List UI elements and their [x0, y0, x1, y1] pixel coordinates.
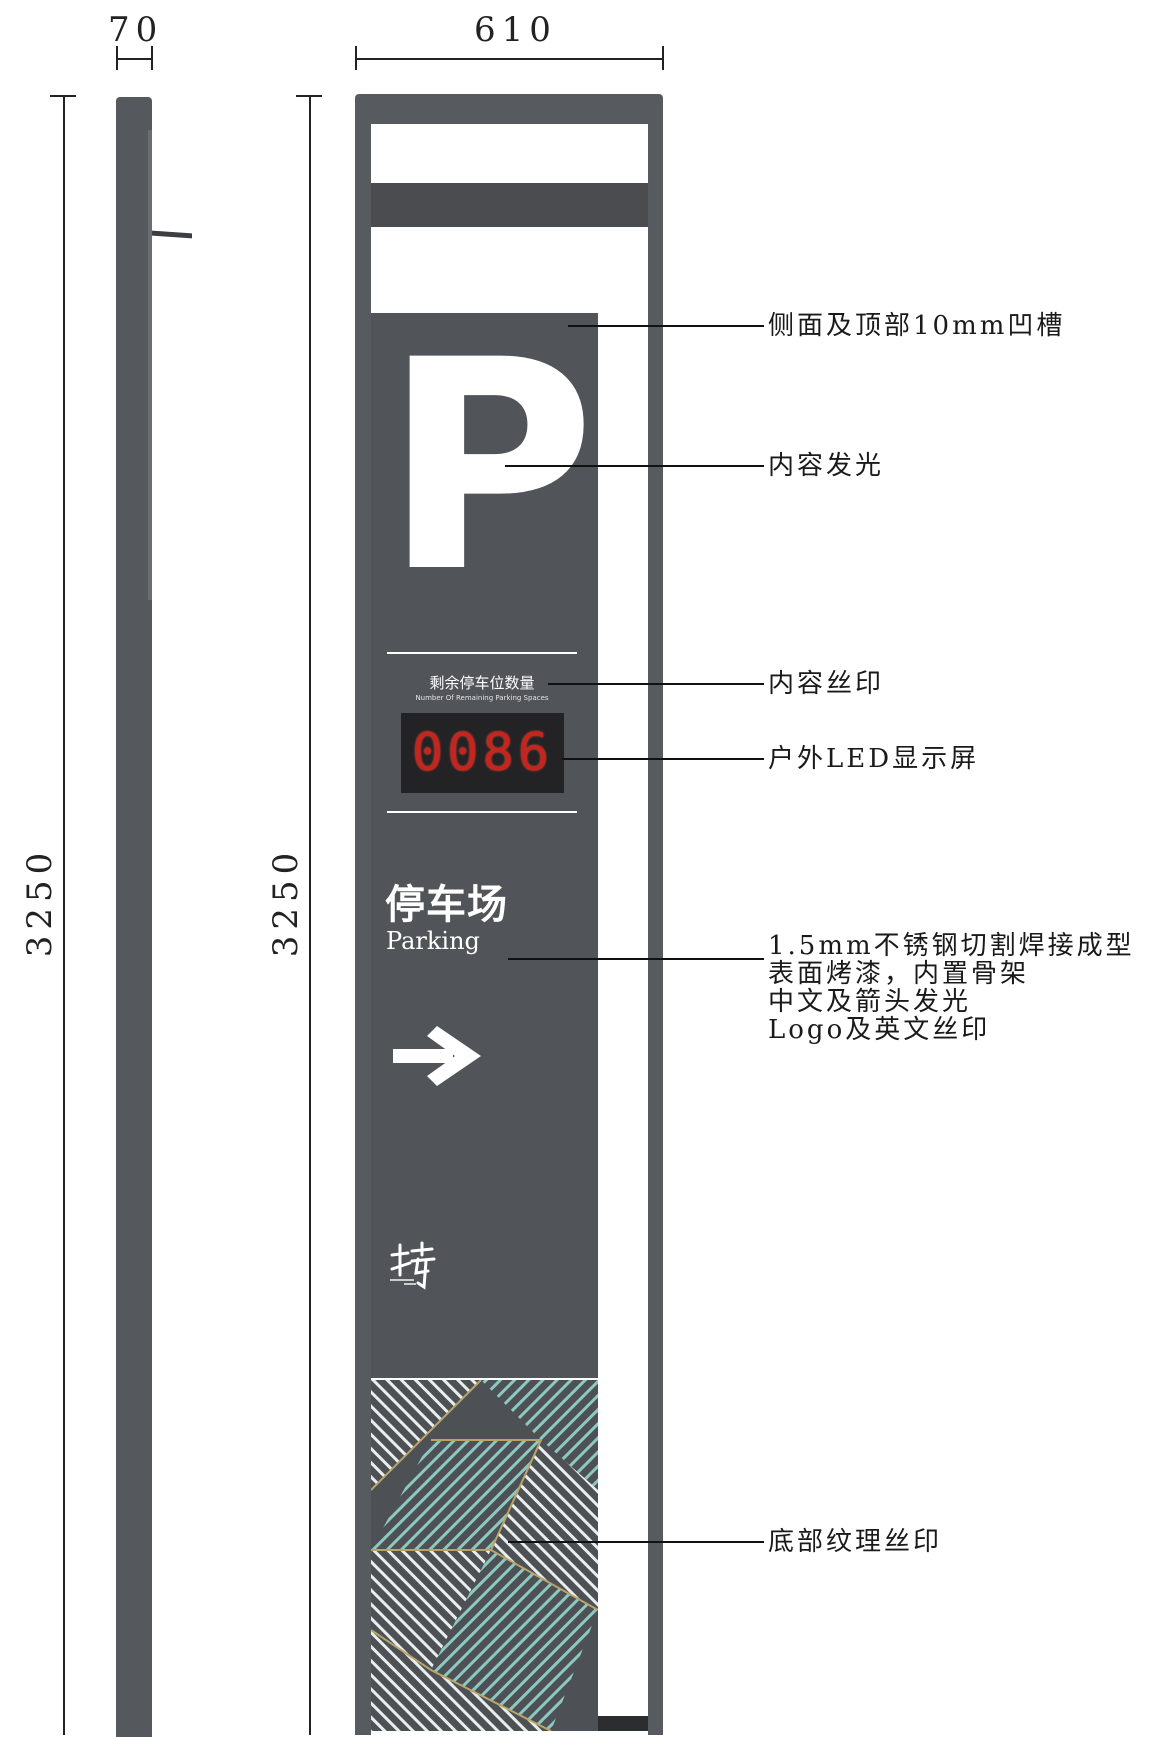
side-pole-bracket: [152, 230, 192, 239]
counter-subtitle: Number Of Remaining Parking Spaces: [415, 694, 549, 702]
callout-groove: 侧面及顶部10mm凹槽: [768, 311, 1066, 341]
sign-panel: [371, 313, 598, 1378]
counter-title: 剩余停车位数量: [429, 674, 535, 692]
led-display: 0086: [401, 713, 564, 793]
side-width-dim-line: [116, 58, 152, 60]
led-counter-value: 0086: [411, 723, 554, 783]
side-height-dimension: 3250: [20, 846, 60, 958]
callout-material-line-4: Logo及英文丝印: [768, 1015, 991, 1045]
callout-led-screen: 户外LED显示屏: [768, 744, 980, 774]
front-height-dim-line: [309, 95, 311, 1735]
side-pole: [116, 97, 152, 1737]
side-pole-shade: [148, 130, 152, 600]
callout-line-groove: [568, 325, 764, 327]
frame-bottom-foot: [598, 1716, 648, 1731]
brand-logo-icon: [390, 1241, 436, 1290]
callout-content-glow: 内容发光: [768, 451, 885, 481]
arrow-right-icon: [393, 1026, 481, 1086]
callout-line-led: [562, 758, 764, 760]
frame-left-post: [355, 110, 371, 1735]
parking-chinese-label: 停车场: [385, 881, 508, 928]
callout-material-line-2: 表面烤漆，内置骨架: [768, 959, 1030, 989]
callout-bottom-texture: 底部纹理丝印: [768, 1527, 943, 1557]
callout-material-line-1: 1.5mm不锈钢切割焊接成型: [768, 931, 1135, 961]
side-width-dimension: 70: [108, 10, 164, 50]
parking-p-letter: P: [383, 299, 596, 636]
callout-line-material: [508, 958, 764, 960]
front-width-dimension: 610: [474, 10, 557, 50]
callout-line-print: [548, 683, 764, 685]
divider-bottom: [387, 811, 577, 813]
callout-content-print: 内容丝印: [768, 669, 885, 699]
front-width-dim-line: [355, 58, 663, 60]
divider-top: [387, 652, 577, 654]
callout-line-glow: [505, 465, 764, 467]
frame-crossbar: [371, 183, 648, 227]
bottom-texture-pattern: [371, 1380, 598, 1731]
front-height-dimension: 3250: [266, 846, 306, 958]
callout-line-texture: [508, 1541, 764, 1543]
callout-material-line-3: 中文及箭头发光: [768, 987, 972, 1017]
frame-top-cap: [355, 94, 663, 124]
frame-right-post: [648, 110, 663, 1735]
side-height-dim-line: [63, 95, 65, 1735]
parking-english-label: Parking: [386, 927, 480, 955]
